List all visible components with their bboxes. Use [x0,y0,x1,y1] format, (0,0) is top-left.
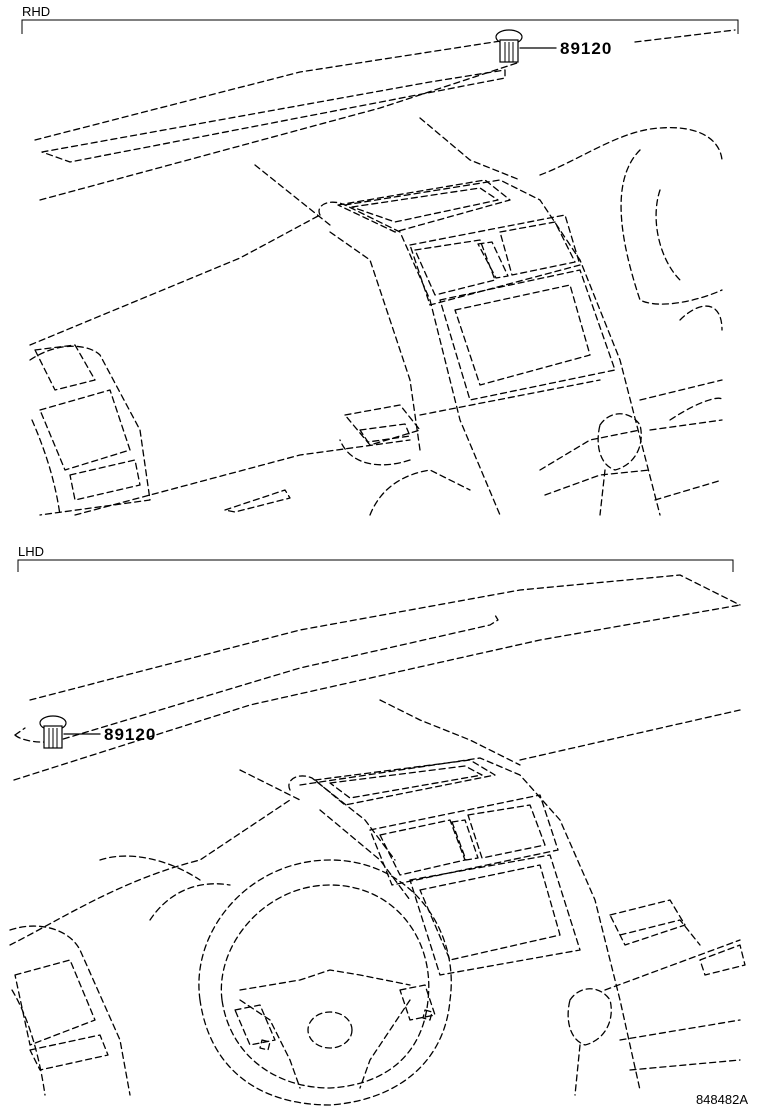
illustration-code: 848482A [696,1092,748,1107]
lhd-part-number: 89120 [104,725,156,744]
rhd-dashboard-outline [29,29,736,516]
rhd-part-number: 89120 [560,39,612,58]
sensor-clip-icon [39,715,67,749]
rhd-part-sensor: 89120 [495,29,612,63]
rhd-section-label: RHD [22,4,50,19]
steering-wheel-inner [220,884,430,1089]
lhd-part-sensor: 89120 [39,715,156,749]
lhd-section-label: LHD [18,544,44,559]
rhd-section-bracket [21,19,739,34]
lhd-section-bracket [17,559,734,572]
steering-wheel-outer [198,859,452,1106]
lhd-section: LHD [9,544,746,1106]
sensor-clip-icon [495,29,523,63]
rhd-section: RHD [21,4,739,516]
lhd-dashboard-outline [9,574,746,1106]
